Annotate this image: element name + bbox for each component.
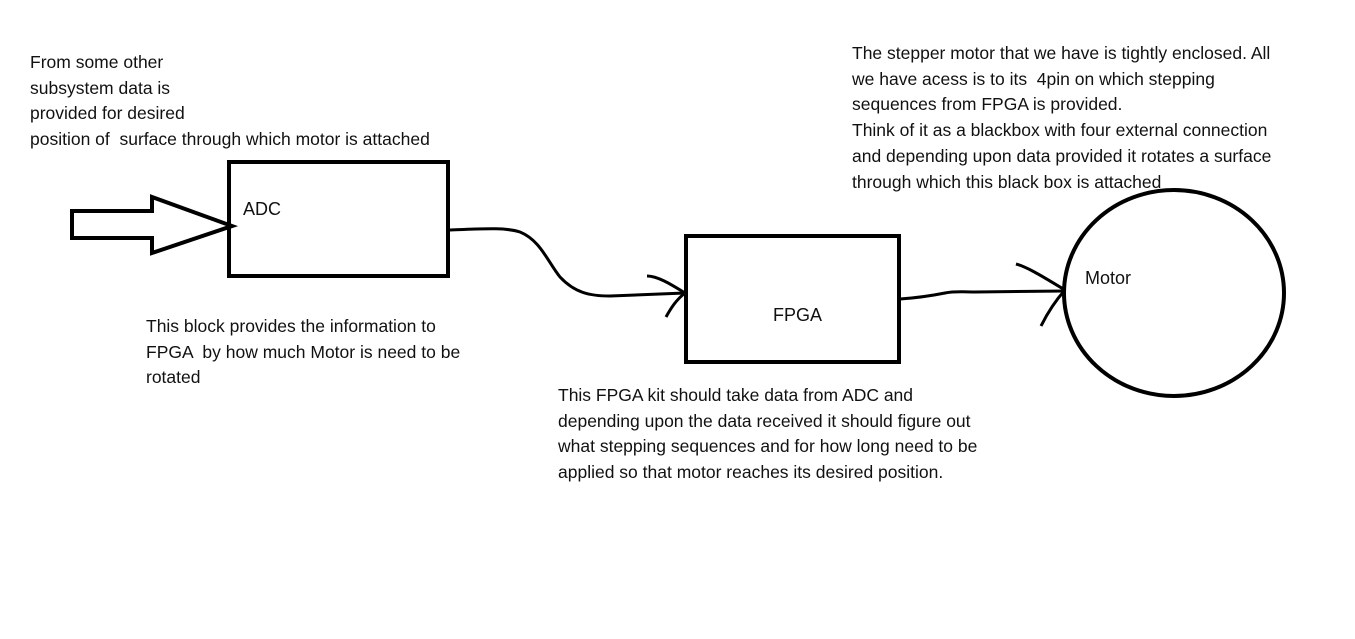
input-description-note: From some other subsystem data is provid… xyxy=(30,52,430,150)
motor-block[interactable] xyxy=(1062,188,1286,398)
motor-description-note: The stepper motor that we have is tightl… xyxy=(852,43,1272,192)
fpga-block[interactable] xyxy=(684,234,901,364)
adc-to-fpga-connector xyxy=(449,227,686,298)
adc-description-note: This block provides the information to F… xyxy=(146,316,461,388)
adc-block[interactable] xyxy=(227,160,450,278)
adc-to-fpga-arrowhead xyxy=(646,274,686,318)
adc-label: ADC xyxy=(243,199,282,219)
fpga-to-motor-connector xyxy=(899,289,1066,301)
fpga-to-motor-arrowhead xyxy=(1015,262,1067,327)
motor-label: Motor xyxy=(1085,268,1132,288)
fpga-label: FPGA xyxy=(773,305,823,325)
input-block-arrow xyxy=(70,194,239,256)
fpga-description-note: This FPGA kit should take data from ADC … xyxy=(558,385,978,483)
